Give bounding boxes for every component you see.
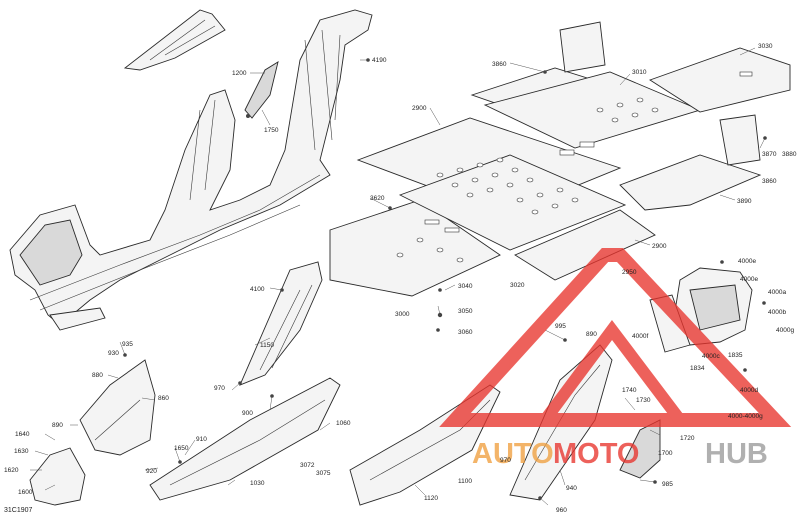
- callout-940: 940: [566, 485, 577, 492]
- callout-900: 900: [242, 410, 253, 417]
- callout-4100: 4100: [250, 286, 265, 293]
- callout-930: 930: [108, 350, 119, 357]
- callout-1200: 1200: [232, 70, 247, 77]
- callout-4000d: 4000d: [740, 387, 758, 394]
- callout-1030: 1030: [250, 480, 265, 487]
- callout-3880: 3880: [782, 151, 797, 158]
- callout-890-top: 890: [586, 331, 597, 338]
- callout-2900-top: 2900: [412, 105, 427, 112]
- callout-1120: 1120: [424, 495, 438, 502]
- callout-1150: 1150: [260, 342, 274, 349]
- leader-lines: [30, 47, 766, 506]
- watermark-text-moto: MOTO: [553, 438, 639, 470]
- callout-3620: 3620: [370, 195, 385, 202]
- callout-3040: 3040: [458, 283, 473, 290]
- callout-3050: 3050: [458, 308, 473, 315]
- callout-995: 995: [555, 323, 566, 330]
- callout-4000-4000g: 4000-4000g: [728, 413, 763, 420]
- callout-4000a: 4000a: [768, 289, 786, 296]
- callout-1650: 1650: [174, 445, 189, 452]
- callout-970-b: 970: [500, 457, 511, 464]
- callout-860: 860: [158, 395, 169, 402]
- callout-2900-right: 2900: [652, 243, 667, 250]
- panel-880: [79, 359, 156, 456]
- panel-1700: [619, 419, 661, 479]
- callout-1730: 1730: [636, 397, 651, 404]
- callout-1750: 1750: [264, 127, 279, 134]
- automotohub-watermark: AUTO MOTO HUB: [439, 248, 792, 470]
- rocker-panel-1060: [149, 377, 341, 501]
- bracket-1200: [244, 61, 279, 119]
- callout-985: 985: [662, 481, 673, 488]
- callout-890-left: 890: [52, 422, 63, 429]
- callout-880: 880: [92, 372, 103, 379]
- callout-1100: 1100: [458, 478, 472, 485]
- callout-4190: 4190: [372, 57, 387, 64]
- callout-3072: 3072: [300, 462, 315, 469]
- callout-labels: 1200 4190 1750 3860 3010 3030 2900 3870 …: [4, 43, 797, 514]
- callout-2950: 2950: [622, 269, 637, 276]
- callout-4000e-b: 4000e: [740, 276, 758, 283]
- callout-935: 935: [122, 341, 133, 348]
- callout-1060: 1060: [336, 420, 351, 427]
- callout-910: 910: [196, 436, 207, 443]
- callout-1620: 1620: [4, 467, 19, 474]
- callout-1700: 1700: [658, 450, 673, 457]
- fasteners: [123, 58, 767, 500]
- callout-970-a: 970: [214, 385, 225, 392]
- callout-3000: 3000: [395, 311, 410, 318]
- watermark-triangle-outer: [439, 248, 792, 427]
- side-body-frame: [9, 9, 373, 331]
- callout-1600: 1600: [18, 489, 33, 496]
- callout-1835: 1835: [728, 352, 743, 359]
- callout-1740: 1740: [622, 387, 637, 394]
- callout-4000e-a: 4000e: [738, 258, 756, 265]
- callout-3860-right: 3860: [762, 178, 777, 185]
- callout-4000g: 4000g: [776, 327, 794, 334]
- callout-3075: 3075: [316, 470, 331, 477]
- callout-3890: 3890: [737, 198, 752, 205]
- upper-panel-fragment: [123, 9, 226, 71]
- callout-3020: 3020: [510, 282, 525, 289]
- callout-3060: 3060: [458, 329, 473, 336]
- callout-3870: 3870: [762, 151, 777, 158]
- side-panel-1150: [239, 261, 323, 386]
- floor-panels: [329, 21, 791, 297]
- panel-1600: [29, 447, 86, 506]
- callout-3010: 3010: [632, 69, 647, 76]
- callout-960: 960: [556, 507, 567, 514]
- callout-3860: 3860: [492, 61, 507, 68]
- watermark-text-hub: HUB: [705, 438, 768, 470]
- callout-920: 920: [146, 468, 157, 475]
- figure-code: 31C1907: [4, 507, 33, 514]
- floor-holes: [396, 71, 753, 263]
- callout-1720: 1720: [680, 435, 695, 442]
- callout-4000f: 4000f: [632, 333, 648, 340]
- watermark-text-auto: AUTO: [472, 438, 554, 470]
- callout-3030: 3030: [758, 43, 773, 50]
- callout-1640: 1640: [15, 431, 30, 438]
- callout-4000c: 4000c: [702, 353, 720, 360]
- callout-1630: 1630: [14, 448, 29, 455]
- callout-4000b: 4000b: [768, 309, 786, 316]
- watermark-triangle-inner: [540, 319, 685, 424]
- callout-1834: 1834: [690, 365, 705, 372]
